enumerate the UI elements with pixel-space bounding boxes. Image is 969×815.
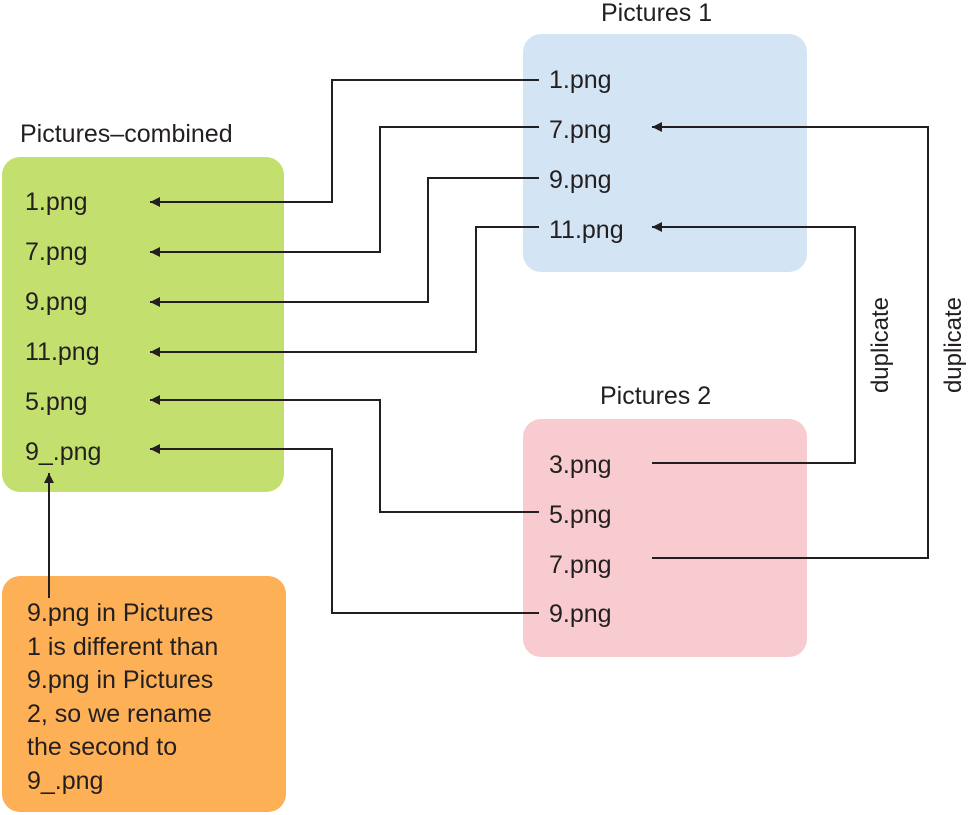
- arrow-p2-9png-to-combined: [150, 444, 539, 614]
- arrow-duplicate-3png: [652, 222, 856, 464]
- combined-file-3: 9.png: [25, 288, 88, 316]
- pictures1-file-3: 9.png: [549, 166, 612, 194]
- pictures-2-folder: [523, 419, 807, 657]
- arrow-p1-7png-to-combined: [150, 126, 539, 257]
- pictures2-file-3: 7.png: [549, 551, 612, 579]
- pictures1-file-1: 1.png: [549, 66, 612, 94]
- pictures2-file-4: 9.png: [549, 600, 612, 628]
- rename-note-box: [2, 576, 286, 812]
- combined-file-4: 11.png: [25, 338, 100, 366]
- arrow-duplicate-7png: [652, 122, 929, 559]
- arrow-p1-1png-to-combined: [150, 79, 539, 207]
- arrow-p1-9png-to-combined: [150, 177, 539, 307]
- pictures-combined-folder: [2, 157, 284, 492]
- rename-note-text: 9.png in Pictures 1 is different than 9.…: [27, 599, 219, 795]
- combined-file-6: 9_.png: [25, 438, 102, 466]
- pictures1-file-2: 7.png: [549, 116, 612, 144]
- pictures1-file-4: 11.png: [549, 216, 624, 244]
- pictures2-file-1: 3.png: [549, 451, 612, 479]
- combined-file-5: 5.png: [25, 388, 88, 416]
- pictures2-file-2: 5.png: [549, 501, 612, 529]
- combined-file-1: 1.png: [25, 188, 88, 216]
- pictures-combined-title: Pictures–combined: [20, 120, 233, 148]
- pictures-1-title: Pictures 1: [601, 0, 713, 27]
- arrow-p1-11png-to-combined: [150, 226, 539, 357]
- arrow-p2-5png-to-combined: [150, 395, 539, 513]
- combined-file-2: 7.png: [25, 238, 88, 266]
- pictures-1-folder: [523, 34, 807, 272]
- pictures-2-title: Pictures 2: [600, 382, 712, 410]
